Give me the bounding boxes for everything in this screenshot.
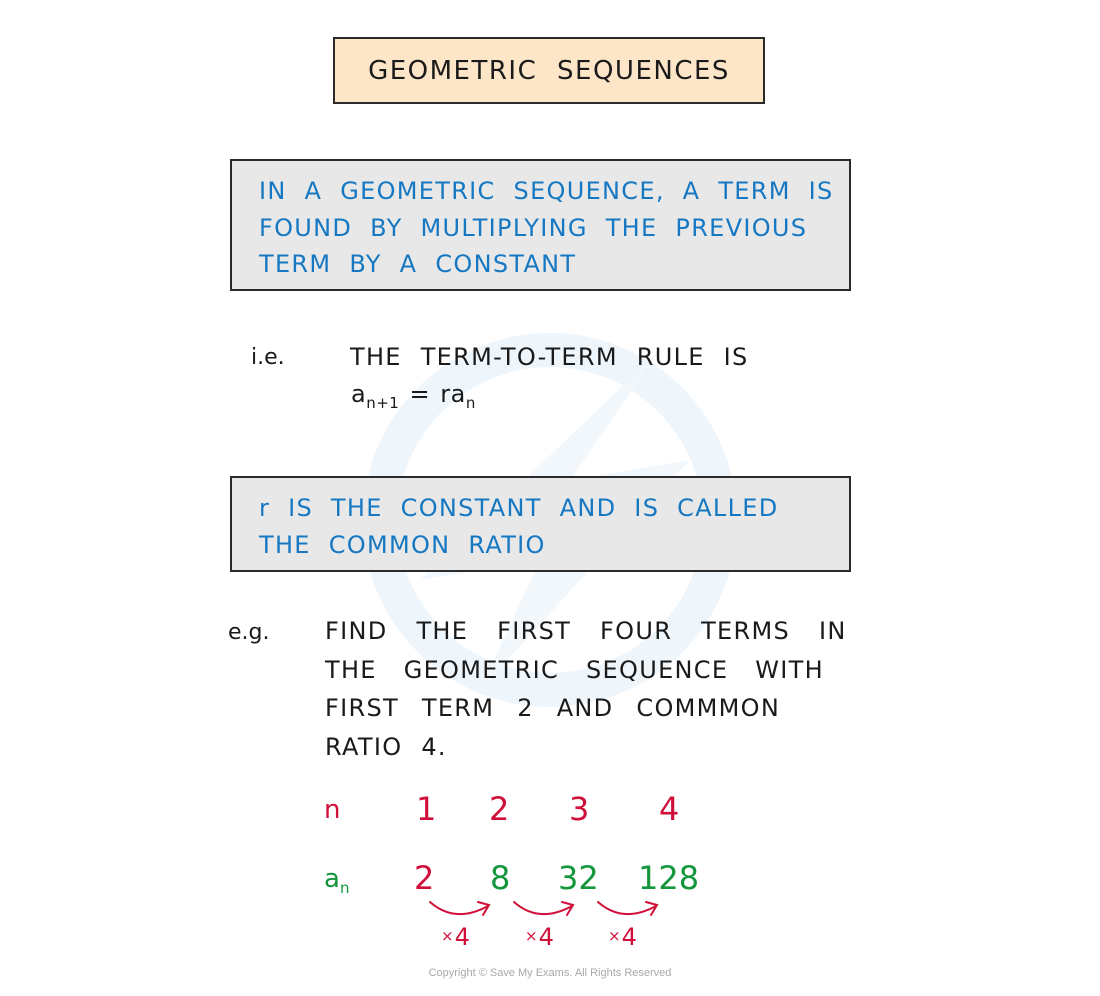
definition-line: TERM BY A CONSTANT	[259, 250, 577, 278]
multiplier-label: ×4	[525, 923, 554, 951]
formula-subscript: n+1	[366, 394, 400, 412]
rule-text: THE TERM-TO-TERM RULE IS	[350, 343, 749, 371]
example-line: RATIO 4.	[325, 732, 447, 761]
rule-formula: an+1 = ran	[351, 380, 476, 412]
ratio-line: THE COMMON RATIO	[259, 530, 546, 559]
definition-box: IN A GEOMETRIC SEQUENCE, A TERM IS FOUND…	[230, 159, 851, 291]
term-value: 32	[558, 859, 599, 897]
multiplier-value: 4	[621, 923, 637, 951]
formula-equals: =	[409, 380, 431, 408]
example-line: THE GEOMETRIC SEQUENCE WITH	[325, 655, 824, 684]
term-value: 128	[638, 859, 700, 897]
eg-label: e.g.	[228, 620, 270, 645]
multiplier-value: 4	[538, 923, 554, 951]
copyright-notice: Copyright © Save My Exams. All Rights Re…	[428, 967, 672, 979]
multiplier-arrows	[429, 901, 659, 916]
example-question: FIND THE FIRST FOUR TERMS IN THE GEOMETR…	[325, 612, 847, 766]
formula-term: a	[351, 380, 367, 408]
n-value: 1	[416, 790, 437, 828]
curved-arrow-icon	[429, 901, 489, 916]
curved-arrow-icon	[597, 901, 657, 916]
definition-line: FOUND BY MULTIPLYING THE PREVIOUS	[259, 213, 808, 242]
times-icon: ×	[608, 927, 621, 945]
n-row-label: n	[324, 795, 341, 825]
example-line: FIND THE FIRST FOUR TERMS IN	[325, 617, 847, 645]
ie-label: i.e.	[251, 345, 285, 370]
common-ratio-box: r IS THE CONSTANT AND IS CALLED THE COMM…	[230, 476, 851, 572]
title-box: GEOMETRIC SEQUENCES	[333, 37, 765, 104]
multiplier-label: ×4	[441, 923, 470, 951]
n-value: 2	[489, 790, 510, 828]
term-value: 8	[490, 859, 511, 897]
page-title: GEOMETRIC SEQUENCES	[368, 55, 730, 86]
arrow-head-icon	[645, 901, 659, 916]
formula-term: ra	[440, 380, 466, 408]
formula-subscript: n	[465, 394, 476, 412]
definition-line: IN A GEOMETRIC SEQUENCE, A TERM IS	[259, 177, 834, 205]
term-value: 2	[414, 859, 435, 897]
arrow-head-icon	[477, 901, 491, 916]
multiplier-label: ×4	[608, 923, 637, 951]
example-line: FIRST TERM 2 AND COMMMON	[325, 694, 781, 722]
ratio-line: r IS THE CONSTANT AND IS CALLED	[259, 494, 779, 522]
an-row-label: an	[324, 864, 349, 897]
curved-arrow-icon	[513, 901, 573, 916]
times-icon: ×	[525, 927, 538, 945]
n-value: 4	[659, 790, 680, 828]
multiplier-value: 4	[454, 923, 470, 951]
n-value: 3	[569, 790, 590, 828]
arrow-head-icon	[561, 901, 575, 916]
an-base: a	[324, 864, 340, 894]
times-icon: ×	[441, 927, 454, 945]
an-subscript: n	[339, 879, 350, 897]
